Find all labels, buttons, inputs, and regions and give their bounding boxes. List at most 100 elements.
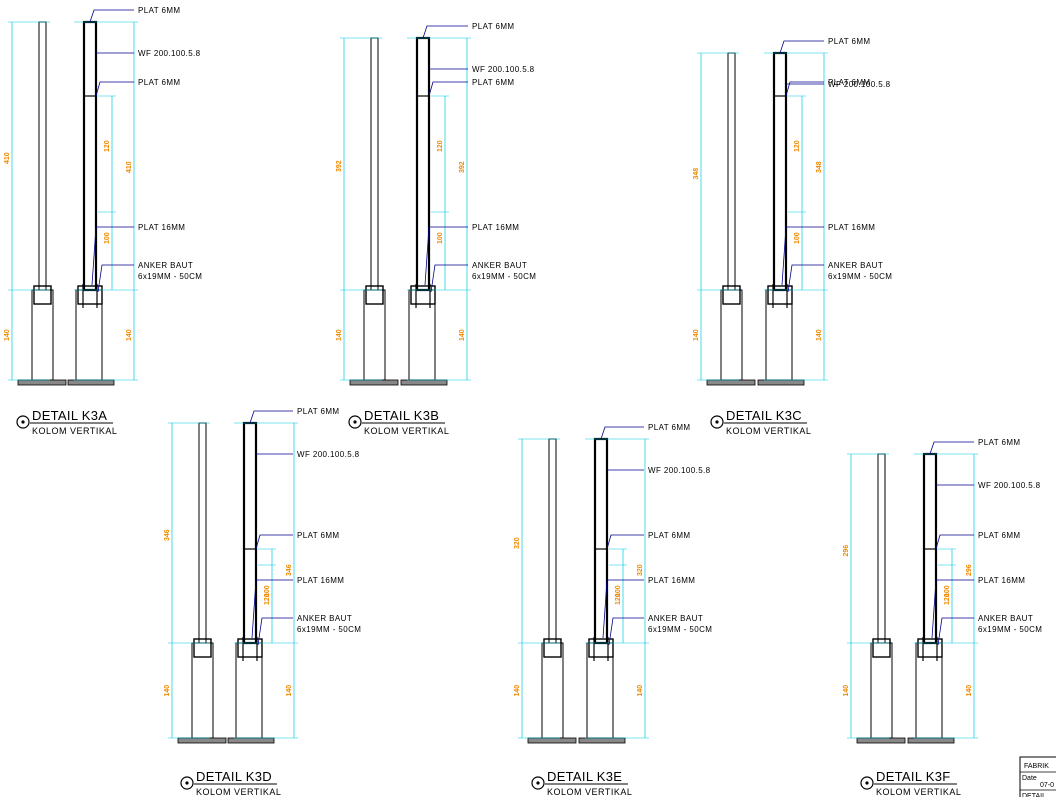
- label-plat-mid: PLAT 6MM: [978, 531, 1020, 540]
- title-block-date-label: Date: [1022, 775, 1037, 782]
- label-plat-top: PLAT 6MM: [138, 6, 180, 15]
- base-plate-front: [33, 285, 52, 305]
- base-plate-front: [193, 638, 212, 658]
- leader-line: [779, 40, 824, 54]
- dim-right-base: 140: [816, 329, 823, 341]
- dim-upper: 120: [944, 593, 951, 605]
- dim-base-height: 140: [514, 685, 521, 697]
- dim-upper: 120: [615, 593, 622, 605]
- label-anker-spec: 6x19MM - 50CM: [472, 272, 536, 281]
- footing-front: [527, 737, 577, 744]
- detail-title: DETAIL K3F: [876, 769, 951, 784]
- leader-line: [91, 226, 134, 286]
- leader-line: [430, 264, 468, 293]
- dim-total-height: 320: [514, 537, 521, 549]
- footing-front: [177, 737, 227, 744]
- dim-right-base: 140: [637, 685, 644, 697]
- label-anker-spec: 6x19MM - 50CM: [978, 625, 1042, 634]
- label-anker-baut: ANKER BAUT: [138, 261, 193, 270]
- detail-marker-icon: [531, 776, 545, 790]
- dim-right-height: 392: [459, 161, 466, 173]
- label-anker-spec: 6x19MM - 50CM: [297, 625, 361, 634]
- label-plat-top: PLAT 6MM: [828, 37, 870, 46]
- dim-plate: 100: [264, 585, 271, 597]
- column-front: [548, 438, 557, 644]
- dim-total-height: 410: [4, 152, 11, 164]
- dim-plate: 100: [944, 585, 951, 597]
- detail-marker-dot: [715, 420, 719, 424]
- dim-upper: 120: [437, 140, 444, 152]
- label-wf-section: WF 200.100.5.8: [297, 450, 360, 459]
- dim-right-base: 140: [966, 685, 973, 697]
- title-block-frame: [1019, 756, 1056, 797]
- leader-line: [428, 81, 468, 97]
- detail-marker-dot: [353, 420, 357, 424]
- label-anker-spec: 6x19MM - 50CM: [828, 272, 892, 281]
- leader-line: [787, 264, 824, 293]
- column-front: [727, 52, 736, 291]
- leader-line: [602, 579, 644, 639]
- leader-line: [257, 617, 293, 646]
- base-plate-front: [722, 285, 741, 305]
- leader-line: [929, 441, 974, 455]
- dim-right-base: 140: [126, 329, 133, 341]
- label-plat-16: PLAT 16MM: [138, 223, 185, 232]
- detail-title: DETAIL K3D: [196, 769, 272, 784]
- column-front: [38, 21, 47, 291]
- dim-right-height: 410: [126, 161, 133, 173]
- label-anker-baut: ANKER BAUT: [648, 614, 703, 623]
- dim-plate: 100: [104, 232, 111, 244]
- detail-subtitle: KOLOM VERTIKAL: [547, 787, 632, 797]
- dim-total-height: 296: [843, 545, 850, 557]
- footing-front: [856, 737, 906, 744]
- detail-subtitle: KOLOM VERTIKAL: [726, 426, 811, 436]
- dim-right-height: 348: [816, 161, 823, 173]
- leader-line: [785, 81, 824, 97]
- leader-line: [937, 617, 974, 646]
- label-plat-mid: PLAT 6MM: [828, 78, 870, 87]
- dim-right-height: 296: [966, 564, 973, 576]
- label-plat-16: PLAT 16MM: [828, 223, 875, 232]
- label-anker-spec: 6x19MM - 50CM: [138, 272, 202, 281]
- column-front: [198, 422, 207, 644]
- detail-title: DETAIL K3C: [726, 408, 802, 423]
- dim-base-height: 140: [843, 685, 850, 697]
- label-plat-top: PLAT 6MM: [978, 438, 1020, 447]
- label-plat-16: PLAT 16MM: [978, 576, 1025, 585]
- dim-base-height: 140: [4, 329, 11, 341]
- detail-title: DETAIL K3A: [32, 408, 107, 423]
- dim-upper: 120: [104, 140, 111, 152]
- leader-line: [249, 410, 293, 424]
- dim-total-height: 346: [164, 529, 171, 541]
- dim-base-height: 140: [164, 685, 171, 697]
- leader-line: [97, 264, 134, 293]
- detail-marker-dot: [536, 781, 540, 785]
- title-block-company: FABRIK: [1024, 763, 1049, 770]
- label-plat-16: PLAT 16MM: [297, 576, 344, 585]
- detail-subtitle: KOLOM VERTIKAL: [364, 426, 449, 436]
- detail-marker-dot: [21, 420, 25, 424]
- label-plat-mid: PLAT 6MM: [472, 78, 514, 87]
- label-anker-baut: ANKER BAUT: [297, 614, 352, 623]
- dim-plate: 100: [437, 232, 444, 244]
- leader-line: [255, 534, 293, 550]
- label-plat-top: PLAT 6MM: [472, 22, 514, 31]
- footing-side: [400, 379, 448, 386]
- base-plate-front: [365, 285, 384, 305]
- leader-line: [935, 534, 974, 550]
- leader-line: [95, 81, 134, 97]
- footing-front: [706, 379, 756, 386]
- leader-line: [89, 9, 134, 23]
- footing-side: [907, 737, 955, 744]
- column-front: [877, 453, 886, 644]
- detail-marker-icon: [348, 415, 362, 429]
- leader-line: [251, 579, 293, 639]
- detail-marker-dot: [865, 781, 869, 785]
